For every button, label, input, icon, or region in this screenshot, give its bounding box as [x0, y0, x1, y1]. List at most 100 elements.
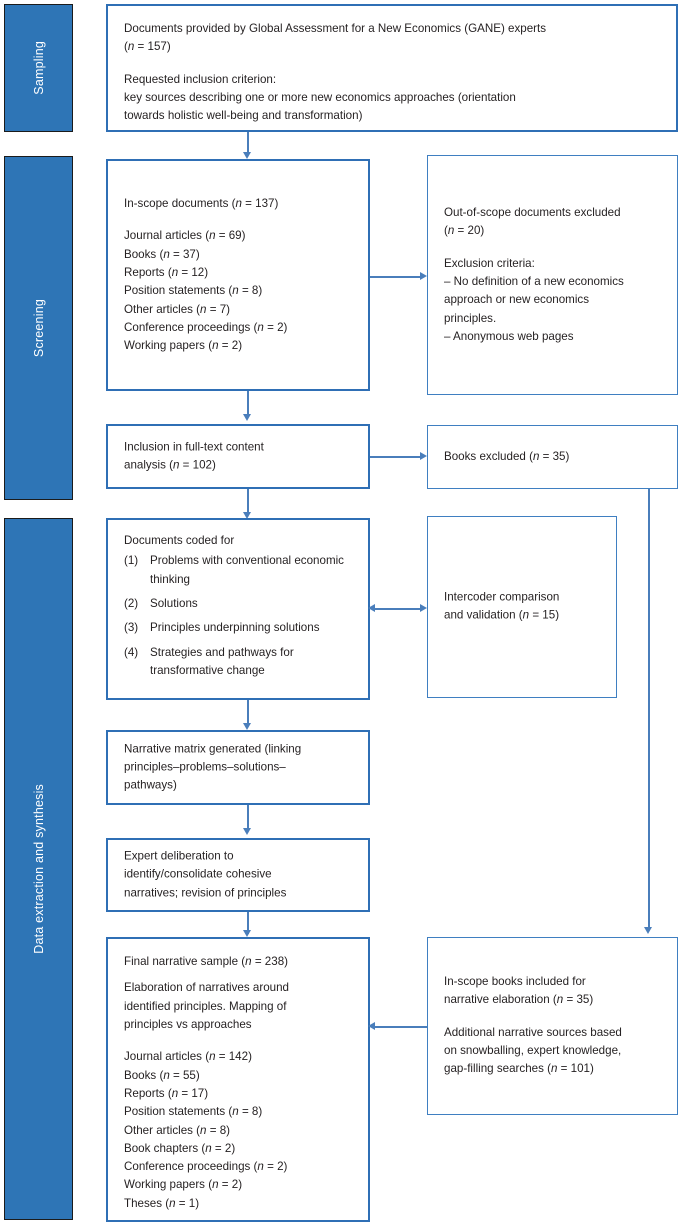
expert-deliberation-line3: narratives; revision of principles [124, 886, 287, 900]
out-of-scope-line2: (n = 20) [444, 224, 485, 238]
books-included-line3: Additional narrative sources based [444, 1025, 622, 1039]
exclusion-criterion-cont: principles. [444, 311, 497, 325]
in-scope-item: Other articles (n = 7) [124, 302, 231, 316]
coded-list-item: (4) Strategies and pathways for transfor… [124, 643, 356, 680]
narrative-matrix-line1: Narrative matrix generated (linking [124, 742, 302, 756]
connector-coded-to-intercoder [374, 608, 422, 610]
exclusion-criteria-heading: Exclusion criteria: [444, 256, 535, 270]
final-sample-para3: principles vs approaches [124, 1017, 252, 1031]
inclusion-fulltext-line1: Inclusion in full-text content [124, 440, 264, 454]
box-coded-content: Documents coded for (1) Problems with co… [124, 532, 356, 686]
final-sample-item: Journal articles (n = 142) [124, 1050, 252, 1064]
final-sample-heading: Final narrative sample (n = 238) [124, 955, 289, 968]
final-sample-item: Conference proceedings (n = 2) [124, 1160, 288, 1174]
books-included-line1: In-scope books included for [444, 975, 586, 989]
arrowhead-inclusion-to-coded [243, 512, 251, 519]
narrative-matrix-line3: pathways) [124, 778, 177, 792]
box-in-scope-documents: In-scope documents (n = 137) Journal art… [106, 159, 370, 391]
expert-deliberation-line1: Expert deliberation to [124, 849, 234, 863]
final-sample-item: Book chapters (n = 2) [124, 1141, 236, 1155]
books-excluded-line1: Books excluded (n = 35) [444, 449, 570, 463]
final-sample-item: Position statements (n = 8) [124, 1105, 263, 1119]
stage-label-screening: Screening [31, 298, 46, 358]
final-sample-item: Theses (n = 1) [124, 1196, 200, 1210]
arrowhead-inscope-to-inclusion [243, 414, 251, 421]
final-sample-item: Reports (n = 17) [124, 1086, 209, 1100]
connector-matrix-to-deliberation [247, 805, 249, 830]
arrowhead-deliberation-to-final [243, 930, 251, 937]
in-scope-item: Journal articles (n = 69) [124, 229, 246, 243]
connector-inscope-to-inclusion [247, 391, 249, 416]
intercoder-line2: and validation (n = 15) [444, 609, 560, 622]
connector-deliberation-to-final [247, 912, 249, 934]
stage-band-data-extraction: Data extraction and synthesis [4, 518, 73, 1220]
inclusion-fulltext-line2: analysis (n = 102) [124, 458, 216, 472]
box-documents-coded-for: Documents coded for (1) Problems with co… [106, 518, 370, 700]
sampling-source-line2: (n = 157) [124, 40, 171, 54]
in-scope-item: Position statements (n = 8) [124, 284, 263, 297]
arrowhead-booksincluded-to-final [368, 1022, 375, 1030]
arrowhead-matrix-to-deliberation [243, 828, 251, 835]
connector-booksexcluded-to-booksincluded [648, 489, 650, 929]
connector-inclusion-to-booksexcluded [370, 456, 422, 458]
coded-item-text: Problems with conventional economic thin… [150, 554, 344, 586]
stage-band-sampling: Sampling [4, 4, 73, 132]
coded-list: (1) Problems with conventional economic … [124, 552, 356, 680]
stage-band-screening: Screening [4, 156, 73, 500]
coded-item-text: Solutions [150, 596, 198, 610]
final-sample-item: Working papers (n = 2) [124, 1178, 243, 1192]
arrowhead-inscope-to-outofscope [420, 272, 427, 280]
box-expert-deliberation: Expert deliberation to identify/consolid… [106, 838, 370, 912]
exclusion-criterion: – Anonymous web pages [444, 329, 574, 343]
coded-item-number: (2) [124, 596, 139, 610]
books-included-line4: on snowballing, expert knowledge, [444, 1044, 622, 1058]
box-narrative-matrix: Narrative matrix generated (linking prin… [106, 730, 370, 805]
connector-coded-to-matrix [247, 700, 249, 725]
sampling-source-line4: key sources describing one or more new e… [124, 90, 516, 104]
coded-heading: Documents coded for [124, 533, 235, 547]
final-sample-item: Books (n = 55) [124, 1068, 200, 1082]
in-scope-heading: In-scope documents (n = 137) [124, 196, 279, 210]
in-scope-item: Books (n = 37) [124, 247, 200, 261]
books-included-line5: gap-filling searches (n = 101) [444, 1062, 594, 1076]
in-scope-item: Conference proceedings (n = 2) [124, 320, 288, 334]
box-books-excluded: Books excluded (n = 35) [427, 425, 678, 489]
sampling-source-line5: towards holistic well-being and transfor… [124, 109, 363, 123]
coded-item-text: Principles underpinning solutions [150, 621, 320, 635]
exclusion-criterion-cont: approach or new economics [444, 293, 590, 307]
in-scope-item: Working papers (n = 2) [124, 338, 243, 352]
arrowhead-coded-to-intercoder [420, 604, 427, 612]
coded-list-item: (2) Solutions [124, 595, 356, 613]
expert-deliberation-line2: identify/consolidate cohesive [124, 867, 272, 881]
connector-sampling-to-inscope [247, 132, 249, 154]
box-out-of-scope-excluded: Out-of-scope documents excluded (n = 20)… [427, 155, 678, 395]
coded-item-number: (3) [124, 621, 139, 635]
sampling-source-line1: Documents provided by Global Assessment … [124, 22, 547, 35]
coded-list-item: (1) Problems with conventional economic … [124, 552, 356, 589]
final-sample-para1: Elaboration of narratives around [124, 981, 289, 995]
box-intercoder-content: Intercoder comparison and validation (n … [444, 589, 604, 626]
box-sampling-source-content: Documents provided by Global Assessment … [124, 20, 660, 126]
narrative-matrix-line2: principles–problems–solutions– [124, 760, 286, 774]
out-of-scope-line1: Out-of-scope documents excluded [444, 205, 621, 219]
box-inclusion-fulltext-content: Inclusion in full-text content analysis … [124, 438, 356, 475]
final-sample-para2: identified principles. Mapping of [124, 999, 287, 1013]
box-sampling-source: Documents provided by Global Assessment … [106, 4, 678, 132]
arrowhead-inclusion-to-booksexcluded [420, 452, 427, 460]
sampling-source-line3: Requested inclusion criterion: [124, 72, 277, 86]
box-books-included-content: In-scope books included for narrative el… [444, 973, 665, 1079]
stage-label-data-extraction: Data extraction and synthesis [31, 784, 46, 954]
stage-label-sampling: Sampling [31, 41, 46, 95]
coded-item-text: Strategies and pathways for transformati… [150, 645, 294, 677]
final-sample-item: Other articles (n = 8) [124, 1123, 231, 1137]
arrowhead-booksexcluded-to-booksincluded [644, 927, 652, 934]
coded-item-number: (1) [124, 554, 139, 568]
connector-inscope-to-outofscope [370, 276, 422, 278]
box-intercoder-comparison: Intercoder comparison and validation (n … [427, 516, 617, 698]
box-expert-deliberation-content: Expert deliberation to identify/consolid… [124, 848, 356, 903]
coded-list-item: (3) Principles underpinning solutions [124, 619, 356, 637]
arrowhead-coded-to-matrix [243, 723, 251, 730]
box-final-sample-content: Final narrative sample (n = 238) Elabora… [124, 953, 352, 1213]
box-narrative-matrix-content: Narrative matrix generated (linking prin… [124, 740, 356, 795]
